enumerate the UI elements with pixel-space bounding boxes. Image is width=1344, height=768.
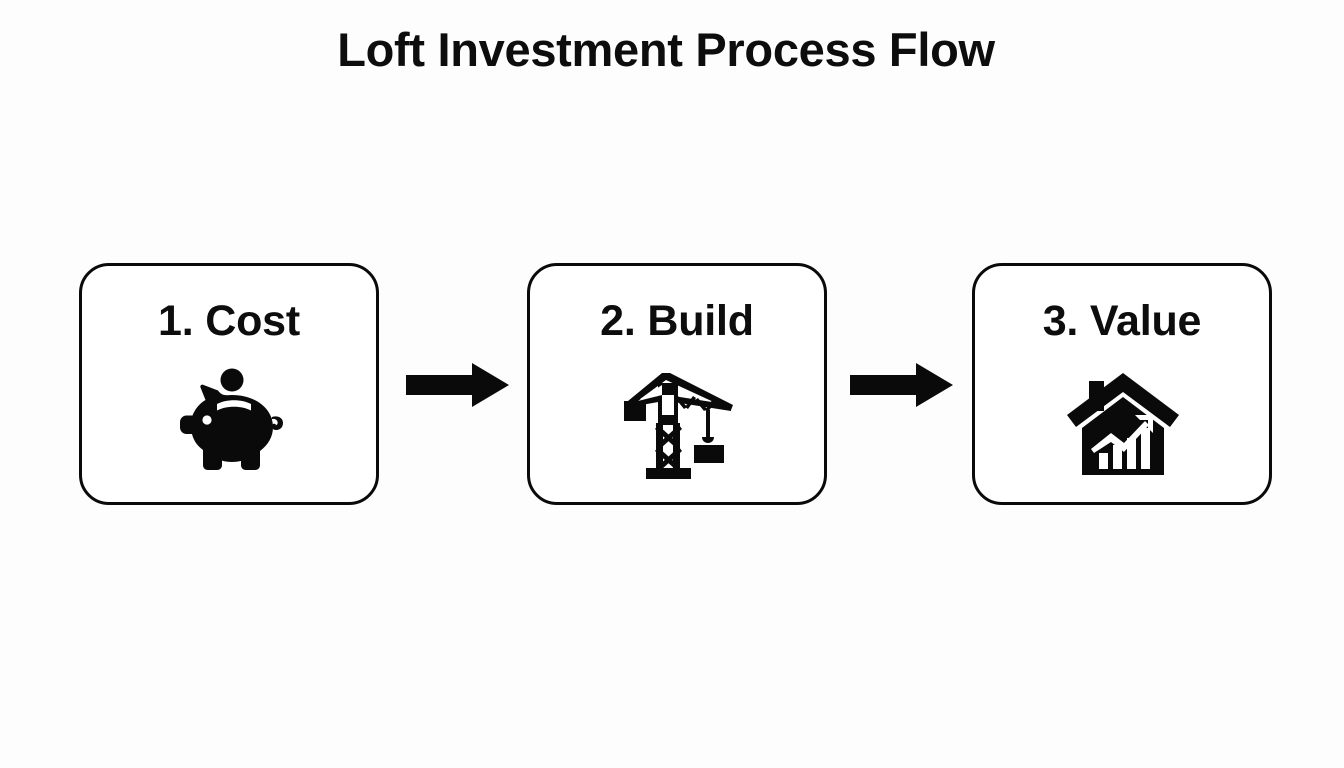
process-step-build[interactable]: 2. Build — [527, 263, 827, 505]
house-growth-chart-icon — [1063, 365, 1181, 483]
piggy-bank-icon — [170, 365, 288, 483]
page-title: Loft Investment Process Flow — [337, 23, 995, 76]
process-step-cost[interactable]: 1. Cost — [79, 263, 379, 505]
tower-crane-icon — [618, 365, 736, 483]
step-label-cost: 1. Cost — [158, 297, 300, 345]
process-step-value[interactable]: 3. Value — [972, 263, 1272, 505]
arrow-right-icon — [850, 363, 953, 407]
step-label-build: 2. Build — [600, 297, 754, 345]
step-label-value: 3. Value — [1042, 297, 1202, 345]
arrow-right-icon — [406, 363, 509, 407]
process-flow-row: 1. Cost — [79, 263, 1272, 505]
